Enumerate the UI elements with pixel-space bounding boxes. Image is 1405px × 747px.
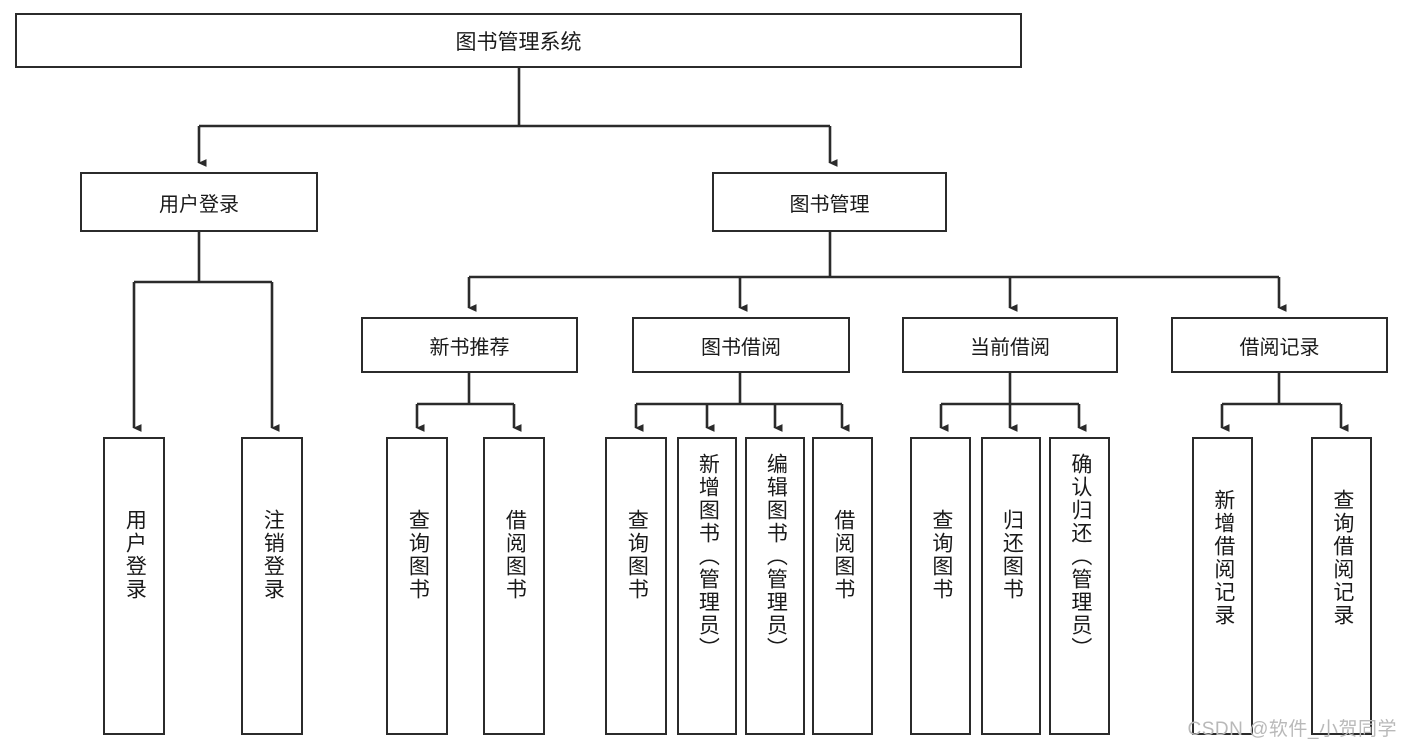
leaf-add-borrow-record[interactable]: 新增借阅记录 bbox=[1192, 437, 1253, 735]
node-label: 图书管理系统 bbox=[455, 30, 582, 54]
node-book-borrow[interactable]: 图书借阅 bbox=[632, 317, 850, 373]
node-book-management[interactable]: 图书管理 bbox=[712, 172, 947, 232]
node-root-system[interactable]: 图书管理系统 bbox=[15, 13, 1022, 68]
leaf-user-login[interactable]: 用户登录 bbox=[103, 437, 165, 735]
watermark-text: CSDN @软件_小贺同学 bbox=[1187, 719, 1397, 740]
node-label: 用户登录 bbox=[159, 193, 239, 216]
node-label: 注销登录 bbox=[261, 509, 285, 601]
node-new-book-recommend[interactable]: 新书推荐 bbox=[361, 317, 578, 373]
node-label: 新增图书（管理员） bbox=[696, 453, 720, 660]
leaf-query-book-borrow[interactable]: 查询图书 bbox=[605, 437, 667, 735]
leaf-query-book-current[interactable]: 查询图书 bbox=[910, 437, 971, 735]
leaf-borrow-book[interactable]: 借阅图书 bbox=[812, 437, 873, 735]
leaf-confirm-return-admin[interactable]: 确认归还（管理员） bbox=[1049, 437, 1110, 735]
node-label: 编辑图书（管理员） bbox=[764, 453, 788, 660]
node-label: 查询图书 bbox=[929, 509, 953, 601]
leaf-edit-book-admin[interactable]: 编辑图书（管理员） bbox=[745, 437, 805, 735]
node-label: 确认归还（管理员） bbox=[1068, 453, 1092, 660]
leaf-return-book[interactable]: 归还图书 bbox=[981, 437, 1041, 735]
node-label: 当前借阅 bbox=[970, 336, 1050, 359]
node-label: 归还图书 bbox=[1000, 509, 1024, 601]
leaf-logout[interactable]: 注销登录 bbox=[241, 437, 303, 735]
leaf-query-borrow-record[interactable]: 查询借阅记录 bbox=[1311, 437, 1372, 735]
node-label: 查询借阅记录 bbox=[1330, 489, 1354, 627]
node-label: 图书管理 bbox=[789, 193, 870, 216]
node-label: 借阅图书 bbox=[503, 509, 527, 601]
leaf-add-book-admin[interactable]: 新增图书（管理员） bbox=[677, 437, 737, 735]
node-user-login[interactable]: 用户登录 bbox=[80, 172, 318, 232]
node-label: 新书推荐 bbox=[429, 336, 510, 359]
node-label: 用户登录 bbox=[123, 509, 147, 601]
node-label: 借阅记录 bbox=[1239, 336, 1320, 359]
node-current-borrow[interactable]: 当前借阅 bbox=[902, 317, 1118, 373]
node-label: 新增借阅记录 bbox=[1211, 489, 1235, 627]
leaf-borrow-book-recommend[interactable]: 借阅图书 bbox=[483, 437, 545, 735]
node-label: 查询图书 bbox=[625, 509, 649, 601]
node-borrow-record[interactable]: 借阅记录 bbox=[1171, 317, 1388, 373]
node-label: 借阅图书 bbox=[831, 509, 855, 601]
node-label: 图书借阅 bbox=[701, 336, 781, 359]
leaf-query-book-recommend[interactable]: 查询图书 bbox=[386, 437, 448, 735]
node-label: 查询图书 bbox=[406, 509, 430, 601]
